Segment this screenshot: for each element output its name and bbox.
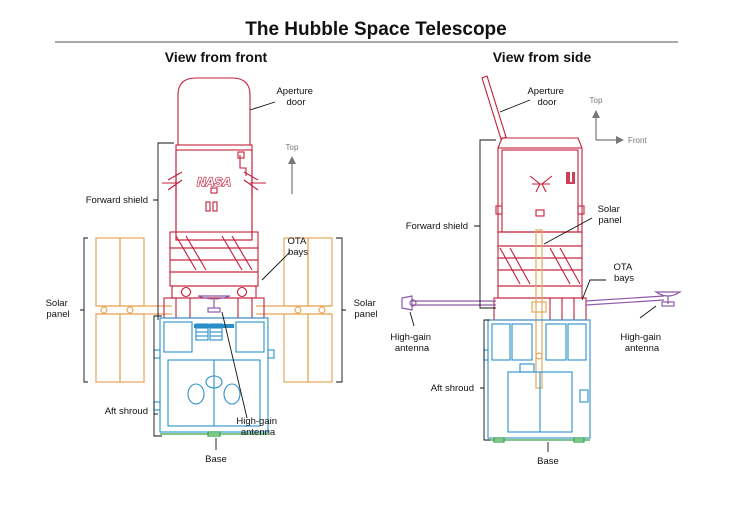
front-forward-shell: NASA — [162, 144, 266, 319]
front-view: NASA — [46, 77, 379, 465]
side-label-high-gain-antenna-left: High-gain antenna — [390, 332, 433, 354]
front-label-solar-panel-right: Solar panel — [354, 298, 379, 320]
side-direction-front: Front — [628, 136, 647, 145]
side-label-base: Base — [537, 456, 559, 467]
side-label-aperture-door: Aperture door — [527, 86, 566, 108]
side-aft-shroud — [483, 319, 591, 439]
side-view-heading: View from side — [493, 49, 592, 65]
side-view: Aperture door Forward shield Solar panel… — [390, 75, 682, 467]
side-label-high-gain-antenna-right: High-gain antenna — [620, 332, 663, 354]
front-label-aperture-door: Aperture door — [276, 86, 315, 108]
side-aperture-door — [481, 75, 507, 140]
side-label-solar-panel: Solar panel — [598, 204, 623, 226]
front-label-high-gain-antenna: High-gain antenna — [236, 416, 279, 438]
front-solar-panel-right — [256, 237, 333, 383]
side-solar-panel — [531, 229, 547, 389]
front-aperture-door — [177, 77, 251, 146]
side-direction-top: Top — [590, 96, 603, 105]
front-label-forward-shield: Forward shield — [86, 195, 148, 206]
front-label-base: Base — [205, 454, 227, 465]
diagram-title: The Hubble Space Telescope — [245, 19, 507, 40]
side-label-forward-shield: Forward shield — [406, 221, 468, 232]
front-aft-shroud — [153, 317, 275, 433]
front-label-ota-bays: OTA bays — [288, 236, 309, 258]
front-base — [160, 431, 268, 437]
side-top-arrow-icon — [592, 110, 600, 140]
side-front-arrow-icon — [596, 136, 624, 144]
front-top-arrow-icon — [288, 156, 296, 194]
side-label-ota-bays: OTA bays — [614, 262, 635, 284]
front-label-aft-shroud: Aft shroud — [105, 406, 148, 417]
front-nasa-logo: NASA — [197, 175, 231, 189]
front-solar-panel-left — [95, 237, 172, 383]
front-direction-top: Top — [286, 143, 299, 152]
side-label-aft-shroud: Aft shroud — [431, 383, 474, 394]
front-view-heading: View from front — [165, 49, 268, 65]
side-high-gain-antennas — [401, 291, 682, 311]
side-base — [488, 437, 590, 443]
front-label-solar-panel-left: Solar panel — [46, 298, 71, 320]
